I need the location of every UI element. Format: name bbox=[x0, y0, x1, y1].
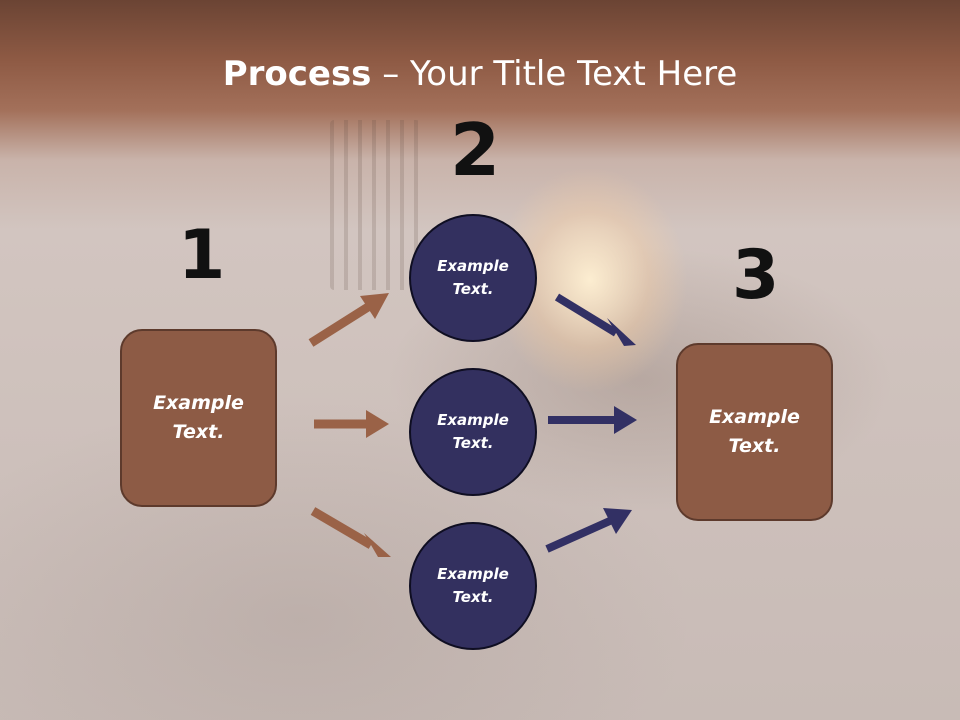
step-2-circle-3[interactable]: Example Text. bbox=[409, 522, 537, 650]
background-railing bbox=[330, 120, 420, 290]
arrow-1-to-2c bbox=[310, 507, 391, 557]
step-2-circle-1[interactable]: Example Text. bbox=[409, 214, 537, 342]
step-3-text: Example Text. bbox=[709, 406, 800, 457]
arrow-2c-to-3 bbox=[545, 508, 632, 553]
step-2-circle-3-text: Example Text. bbox=[437, 565, 509, 606]
arrow-1-to-2a bbox=[308, 293, 389, 347]
step-1-box[interactable]: Example Text. bbox=[120, 329, 277, 507]
arrow-1-to-2b bbox=[314, 410, 389, 438]
step-2-circle-1-text: Example Text. bbox=[437, 257, 509, 298]
step-3-box[interactable]: Example Text. bbox=[676, 343, 833, 521]
step-2-circle-2[interactable]: Example Text. bbox=[409, 368, 537, 496]
title-bold: Process bbox=[222, 54, 372, 94]
step-2-number: 2 bbox=[450, 108, 501, 192]
step-1-text: Example Text. bbox=[153, 392, 244, 443]
arrow-2a-to-3 bbox=[554, 293, 636, 346]
title-rest: – Your Title Text Here bbox=[371, 54, 738, 94]
step-3-number: 3 bbox=[732, 236, 780, 315]
step-2-circle-2-text: Example Text. bbox=[437, 411, 509, 452]
step-1-number: 1 bbox=[178, 216, 226, 295]
arrow-2b-to-3 bbox=[548, 406, 637, 434]
slide-title[interactable]: Process – Your Title Text Here bbox=[0, 52, 960, 96]
